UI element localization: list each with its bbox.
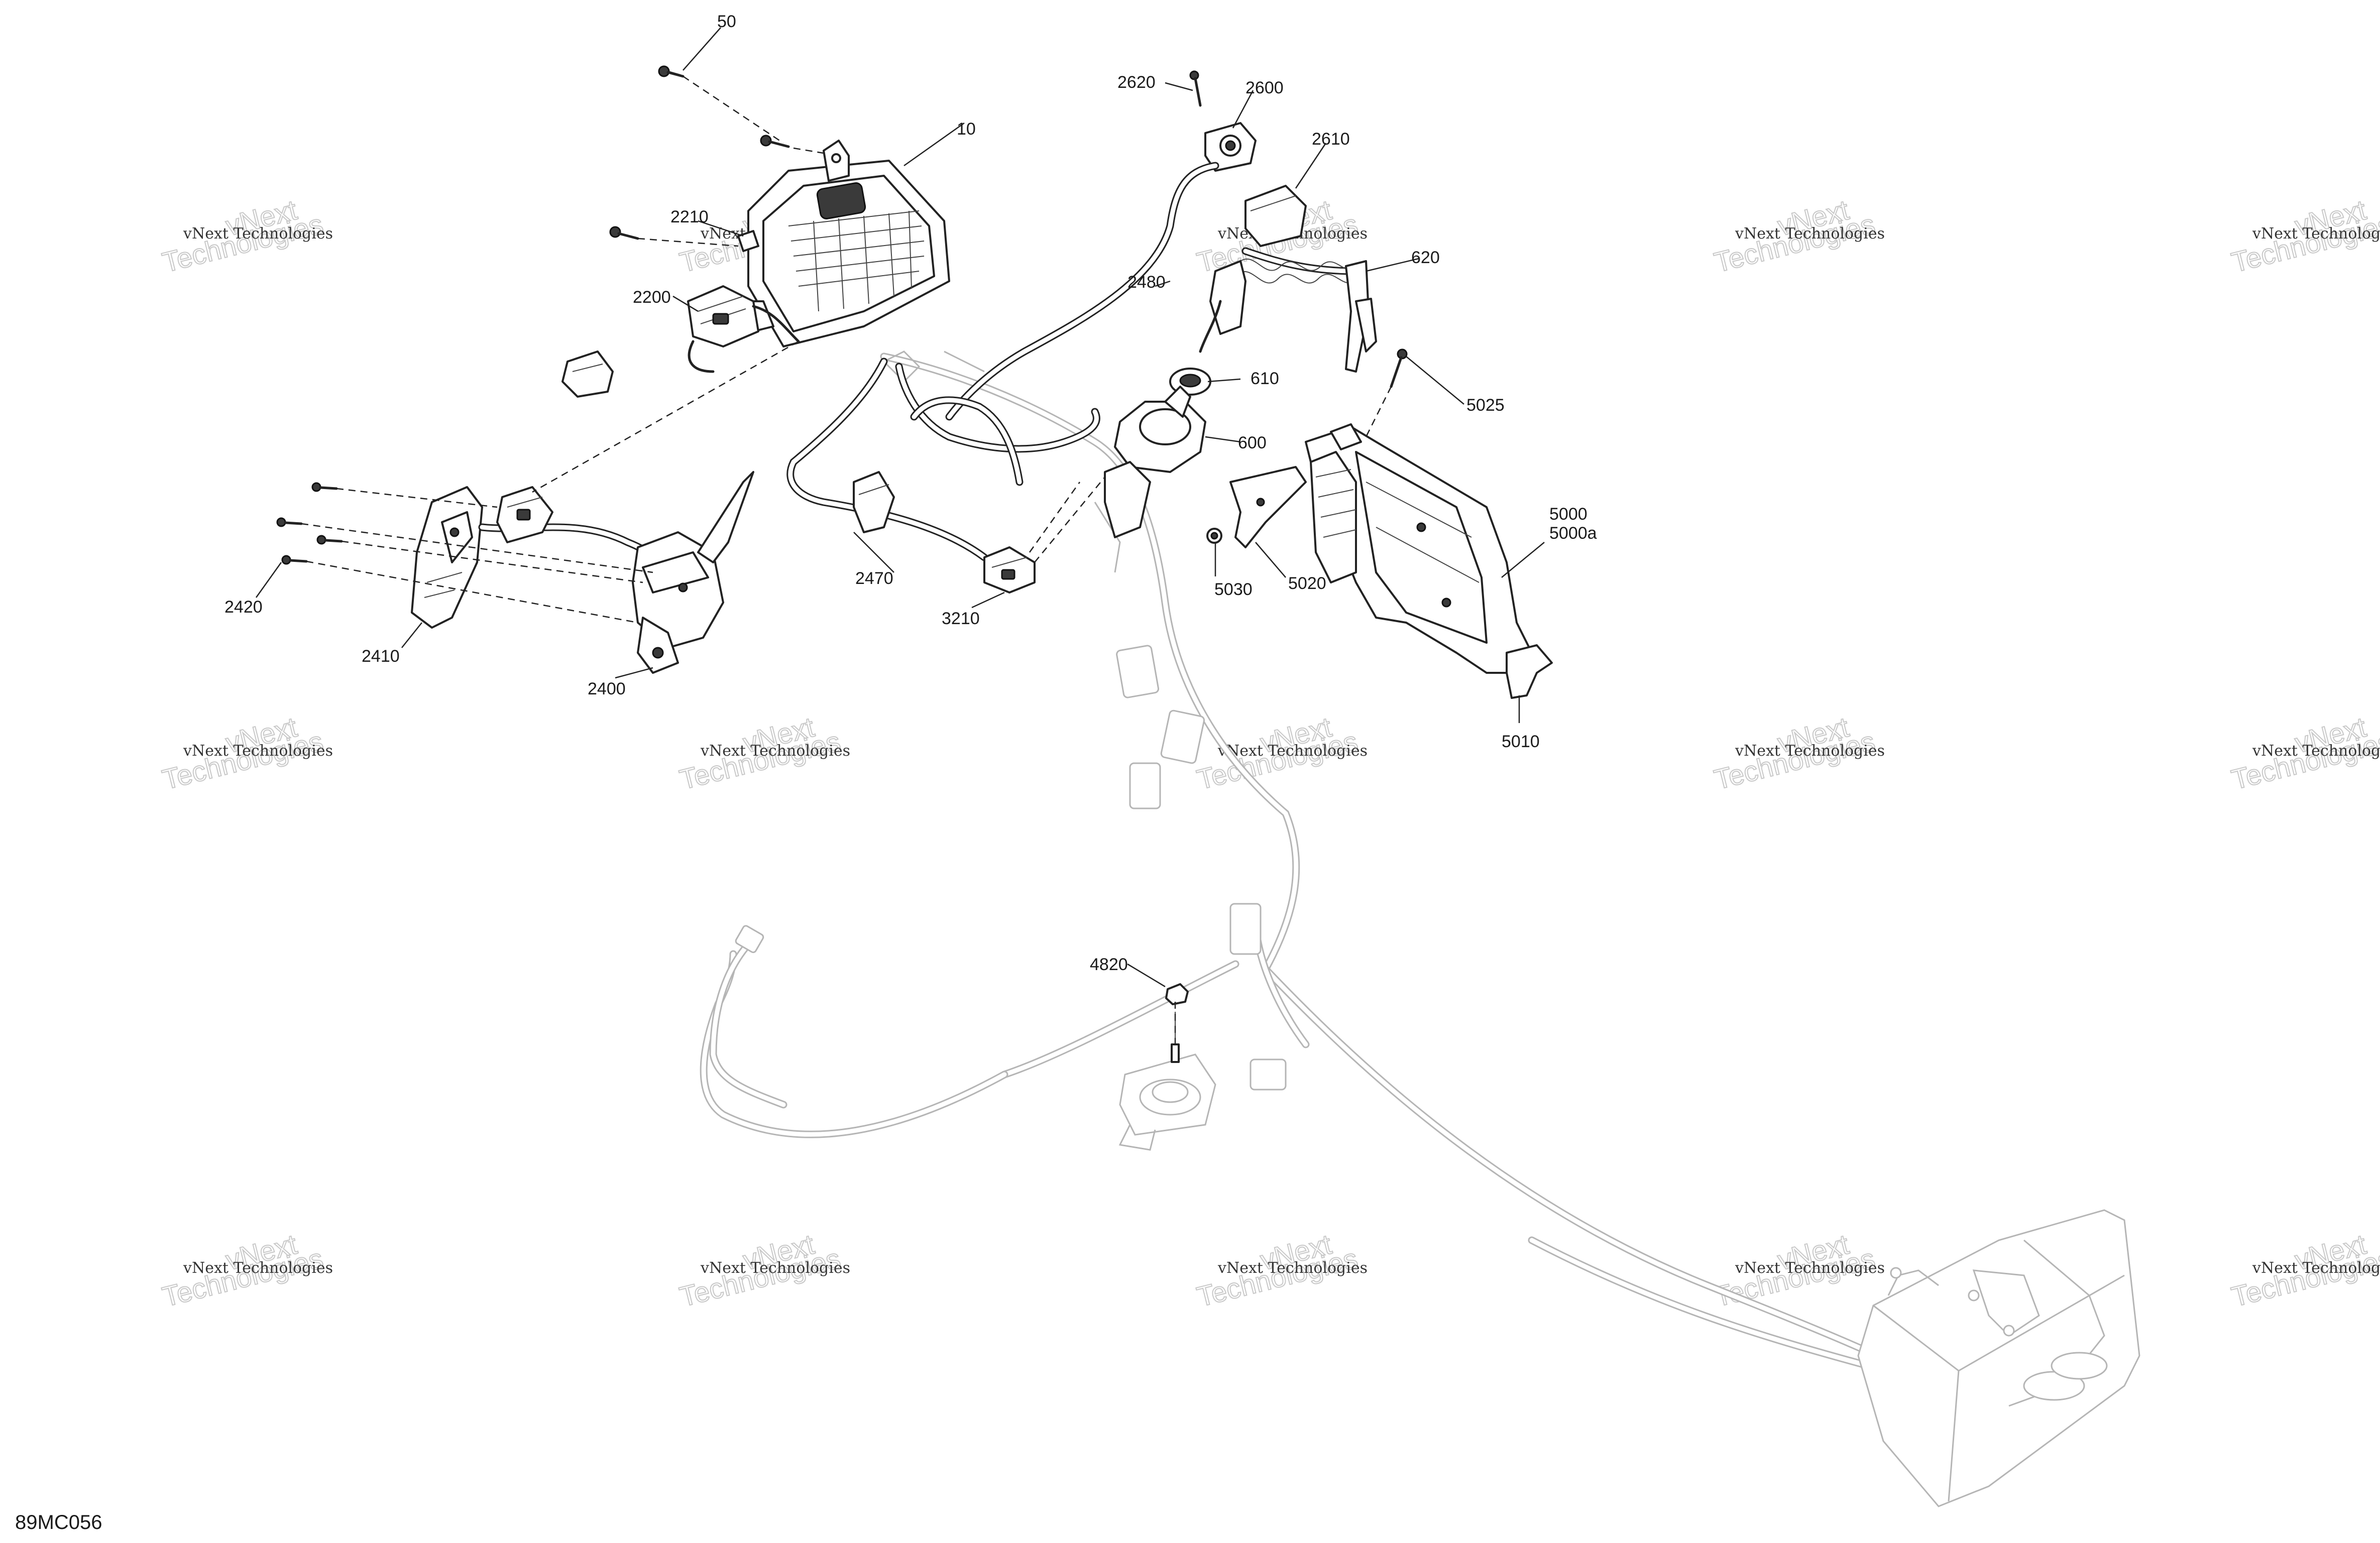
callout-2480: 2480 — [1127, 273, 1166, 292]
callout-5020: 5020 — [1288, 574, 1326, 593]
callout-620: 620 — [1411, 248, 1440, 267]
svg-text:vNext Technologies: vNext Technologies — [183, 225, 333, 243]
watermark: Technologies vNext vNext Technologies — [2228, 1228, 2380, 1314]
callout-10: 10 — [957, 120, 976, 139]
watermark: Technologies vNext vNext Technologies — [2228, 193, 2380, 279]
callout-2410: 2410 — [362, 647, 400, 666]
callout-2610: 2610 — [1312, 130, 1350, 149]
watermark: Technologies vNext vNext Technologies — [1711, 710, 1885, 796]
screw-50-b — [760, 135, 790, 148]
svg-text:vNext Technologies: vNext Technologies — [183, 1259, 333, 1277]
reference-battery-box — [1857, 1209, 2140, 1507]
svg-text:vNext Technologies: vNext Technologies — [1217, 1259, 1368, 1277]
svg-text:vNext Technologies: vNext Technologies — [1735, 742, 1885, 760]
small-connector-block — [561, 350, 614, 398]
drawing-id: 89MC056 — [15, 1511, 102, 1533]
watermark: Technologies vNext vNext Technologies — [1711, 193, 1885, 279]
watermark: Technologies vNext vNext Technologies — [159, 1228, 333, 1314]
screw-50-a — [658, 65, 685, 78]
gauge-grid-detail — [788, 210, 925, 312]
part-2410-housing — [411, 486, 483, 629]
watermark: Technologies vNext vNext Technologies — [676, 1228, 850, 1314]
callout-5025: 5025 — [1466, 396, 1505, 415]
part-2200-connector — [687, 285, 800, 373]
part-4820-nut — [1165, 983, 1189, 1063]
svg-text:vNext Technologies: vNext Technologies — [2252, 225, 2380, 243]
callout-labels: 50 10 2210 2200 2620 2600 2610 2480 620 … — [224, 12, 1597, 974]
callout-2400: 2400 — [588, 679, 626, 698]
callout-2470: 2470 — [855, 569, 893, 588]
screw-5025 — [1390, 348, 1408, 388]
callout-2420: 2420 — [224, 598, 263, 617]
part-2600-switch — [1204, 122, 1257, 172]
callout-5010: 5010 — [1502, 732, 1540, 751]
part-5000-ecu-module — [1305, 423, 1533, 674]
watermark-layer: Technologies vNext vNext Technologies Te… — [159, 193, 2380, 1314]
part-5030-nut — [1206, 528, 1222, 544]
svg-text:vNext Technologies: vNext Technologies — [183, 742, 333, 760]
callout-610: 610 — [1251, 369, 1279, 388]
part-2610-relay — [1244, 185, 1307, 247]
callout-5000: 5000 — [1549, 505, 1588, 524]
svg-text:vNext Technologies: vNext Technologies — [1217, 742, 1368, 760]
part-3210-connector — [983, 546, 1036, 594]
part-5010-clip — [1506, 644, 1553, 699]
screw-2620 — [1189, 70, 1202, 107]
part-2470-harness — [786, 358, 1100, 561]
callout-2210: 2210 — [670, 207, 709, 226]
callout-2600: 2600 — [1245, 78, 1284, 97]
clip-2210 — [737, 230, 759, 252]
part-5020-bracket — [1229, 466, 1307, 548]
assembly-lines — [301, 75, 1392, 1044]
watermark: Technologies vNext vNext Technologies — [2228, 710, 2380, 796]
svg-text:vNext Technologies: vNext Technologies — [1735, 1259, 1885, 1277]
svg-text:vNext Technologies: vNext Technologies — [2252, 1259, 2380, 1277]
watermark: Technologies vNext vNext Technologies — [159, 710, 333, 796]
svg-text:vNext Technologies: vNext Technologies — [700, 1259, 850, 1277]
watermark: Technologies vNext vNext Technologies — [676, 710, 850, 796]
part-2480-cable — [945, 162, 1219, 421]
callout-3210: 3210 — [942, 609, 980, 628]
callout-2200: 2200 — [633, 288, 671, 307]
callout-5030: 5030 — [1214, 580, 1253, 599]
callout-50: 50 — [717, 12, 736, 31]
part-10-gauge-cluster — [742, 140, 950, 347]
watermark: Technologies vNext vNext Technologies — [159, 193, 333, 279]
svg-text:vNext Technologies: vNext Technologies — [2252, 742, 2380, 760]
svg-text:vNext Technologies: vNext Technologies — [1735, 225, 1885, 243]
screws-2420 — [276, 482, 343, 565]
callout-4820: 4820 — [1090, 955, 1128, 974]
callout-2620: 2620 — [1117, 73, 1156, 92]
leader-lines — [255, 27, 1545, 988]
screw-2210-a — [609, 226, 639, 240]
reference-sensor-bracket — [1118, 1053, 1216, 1151]
part-2400-control-assembly — [478, 471, 754, 674]
callout-600: 600 — [1238, 433, 1267, 452]
callout-5000a: 5000a — [1549, 524, 1597, 543]
watermark: Technologies vNext vNext Technologies — [1193, 1228, 1368, 1314]
part-600-key-switch — [1104, 386, 1206, 538]
part-620-coiled-cord — [1199, 247, 1377, 373]
watermark: Technologies vNext vNext Technologies — [1193, 710, 1368, 796]
svg-text:vNext Technologies: vNext Technologies — [700, 742, 850, 760]
